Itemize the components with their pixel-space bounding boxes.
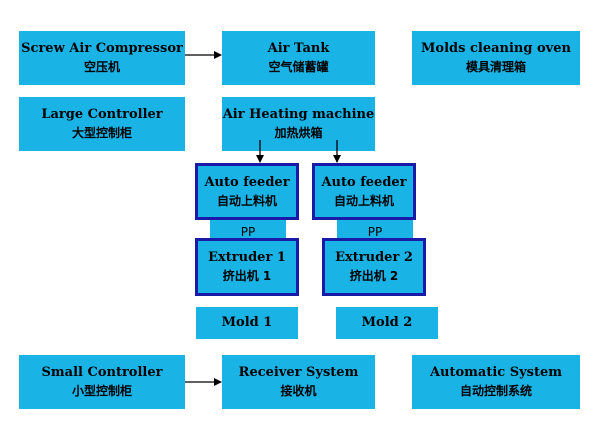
extruder-2-label-zh: 挤出机 2 xyxy=(349,269,399,283)
molds-cleaning-oven-label: Molds cleaning oven xyxy=(421,41,571,56)
screw-air-compressor-box: Screw Air Compressor 空压机 xyxy=(19,31,185,85)
extruder-2-box: Extruder 2 挤出机 2 xyxy=(322,238,426,296)
air-tank-box: Air Tank 空气储蓄罐 xyxy=(222,31,375,85)
large-controller-box: Large Controller 大型控制柜 xyxy=(19,97,185,151)
molds-cleaning-oven-box: Molds cleaning oven 模具清理箱 xyxy=(412,31,580,85)
auto-feeder-1-box: Auto feeder 自动上料机 xyxy=(195,163,299,220)
extruder-1-box: Extruder 1 挤出机 1 xyxy=(195,238,299,296)
automatic-system-box: Automatic System 自动控制系统 xyxy=(412,355,580,409)
air-heating-machine-label-zh: 加热烘箱 xyxy=(274,126,323,140)
mold-1-label: Mold 1 xyxy=(221,315,273,330)
small-controller-box: Small Controller 小型控制柜 xyxy=(19,355,185,409)
extruder-1-label-zh: 挤出机 1 xyxy=(222,269,272,283)
auto-feeder-2-box: Auto feeder 自动上料机 xyxy=(312,163,416,220)
mold-2-label: Mold 2 xyxy=(361,315,413,330)
receiver-system-label: Receiver System xyxy=(238,365,359,380)
receiver-system-box: Receiver System 接收机 xyxy=(222,355,375,409)
screw-air-compressor-label-zh: 空压机 xyxy=(83,60,120,74)
large-controller-label-zh: 大型控制柜 xyxy=(71,126,132,140)
automatic-system-label-zh: 自动控制系统 xyxy=(459,384,532,398)
automatic-system-label: Automatic System xyxy=(429,365,563,380)
air-heating-machine-box: Air Heating machine 加热烘箱 xyxy=(222,97,375,151)
receiver-system-label-zh: 接收机 xyxy=(280,384,317,398)
air-tank-label: Air Tank xyxy=(267,41,330,56)
mold-1-box: Mold 1 xyxy=(196,307,298,339)
small-controller-label-zh: 小型控制柜 xyxy=(71,384,132,398)
pp-1-label: PP xyxy=(240,225,256,239)
extruder-1-label: Extruder 1 xyxy=(208,250,286,265)
mold-2-box: Mold 2 xyxy=(336,307,438,339)
auto-feeder-1-label: Auto feeder xyxy=(204,174,290,190)
auto-feeder-1-label-zh: 自动上料机 xyxy=(216,193,277,208)
large-controller-label: Large Controller xyxy=(41,107,163,122)
air-heating-machine-label: Air Heating machine xyxy=(222,107,375,122)
screw-air-compressor-label: Screw Air Compressor xyxy=(21,41,183,56)
molds-cleaning-oven-label-zh: 模具清理箱 xyxy=(465,60,526,74)
small-controller-label: Small Controller xyxy=(41,365,163,380)
auto-feeder-2-label-zh: 自动上料机 xyxy=(333,193,394,208)
pp-2-label: PP xyxy=(367,225,383,239)
air-tank-label-zh: 空气储蓄罐 xyxy=(268,60,329,74)
auto-feeder-2-label: Auto feeder xyxy=(321,174,407,190)
extruder-2-label: Extruder 2 xyxy=(335,250,413,265)
